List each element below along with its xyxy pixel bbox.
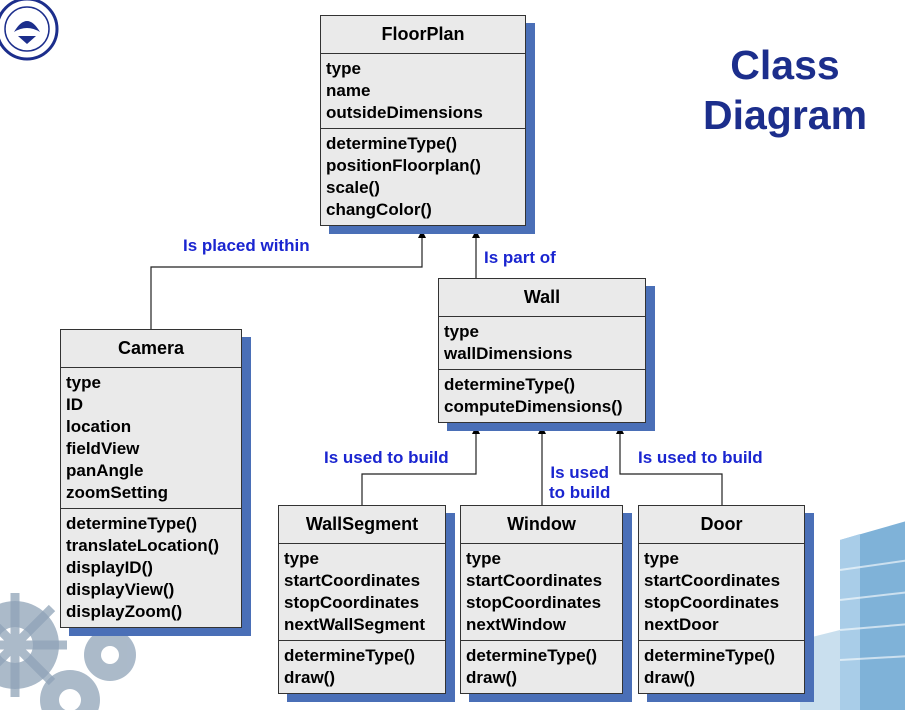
title-line-2: Diagram	[702, 92, 868, 138]
methods-section: determineType() translateLocation() disp…	[61, 508, 241, 627]
attribute: type	[444, 322, 479, 341]
attribute: type	[66, 373, 101, 392]
class-floorplan: FloorPlan type name outsideDimensions de…	[320, 15, 526, 226]
class-wallsegment: WallSegment type startCoordinates stopCo…	[278, 505, 446, 694]
class-window: Window type startCoordinates stopCoordin…	[460, 505, 623, 694]
attribute: nextDoor	[644, 615, 719, 634]
relation-label-used-to-build-door: Is used to build	[638, 448, 763, 467]
method: displayView()	[66, 580, 175, 599]
method: scale()	[326, 178, 380, 197]
method: determineType()	[284, 646, 415, 665]
class-name: Door	[639, 506, 804, 544]
attributes-section: type name outsideDimensions	[321, 54, 525, 128]
page-title: Class Diagram	[690, 40, 880, 140]
attribute: ID	[66, 395, 83, 414]
method: displayID()	[66, 558, 153, 577]
method: positionFloorplan()	[326, 156, 481, 175]
university-logo-icon	[0, 0, 59, 61]
method: determineType()	[326, 134, 457, 153]
arrowhead-floorplan-left	[418, 230, 426, 238]
connector-door-wall	[619, 434, 723, 505]
attributes-section: type startCoordinates stopCoordinates ne…	[639, 544, 804, 640]
method: determineType()	[444, 375, 575, 394]
attribute: stopCoordinates	[466, 593, 602, 612]
attribute: stopCoordinates	[644, 593, 780, 612]
relation-label-part-of: Is part of	[484, 248, 556, 267]
methods-section: determineType() positionFloorplan() scal…	[321, 128, 525, 225]
relation-label-used-to-build-window: Is used to build	[549, 463, 610, 503]
method: draw()	[466, 668, 517, 687]
attribute: panAngle	[66, 461, 144, 480]
building-decoration-icon	[800, 521, 905, 710]
class-camera: Camera type ID location fieldView panAng…	[60, 329, 242, 628]
methods-section: determineType() draw()	[461, 640, 622, 693]
attribute: name	[326, 81, 371, 100]
method: draw()	[284, 668, 335, 687]
method: translateLocation()	[66, 536, 220, 555]
arrowhead-wall-middle	[538, 426, 546, 434]
relation-label-used-to-build-segment: Is used to build	[324, 448, 449, 467]
methods-section: determineType() computeDimensions()	[439, 369, 645, 422]
class-name: Window	[461, 506, 622, 544]
method: changColor()	[326, 200, 432, 219]
methods-section: determineType() draw()	[279, 640, 445, 693]
class-name: WallSegment	[279, 506, 445, 544]
attribute: startCoordinates	[466, 571, 603, 590]
arrowhead-wall-right	[616, 426, 624, 434]
method: determineType()	[466, 646, 597, 665]
arrowhead-wall-left	[472, 426, 480, 434]
method: computeDimensions()	[444, 397, 623, 416]
methods-section: determineType() draw()	[639, 640, 804, 693]
attributes-section: type startCoordinates stopCoordinates ne…	[461, 544, 622, 640]
attribute: startCoordinates	[284, 571, 421, 590]
attribute: stopCoordinates	[284, 593, 420, 612]
attribute: nextWallSegment	[284, 615, 426, 634]
connector-camera-floorplan	[150, 238, 423, 330]
class-wall: Wall type wallDimensions determineType()…	[438, 278, 646, 423]
attribute: type	[284, 549, 319, 568]
method: determineType()	[66, 514, 197, 533]
relation-label-placed-within: Is placed within	[183, 236, 310, 255]
attributes-section: type startCoordinates stopCoordinates ne…	[279, 544, 445, 640]
attribute: nextWindow	[466, 615, 566, 634]
method: displayZoom()	[66, 602, 183, 621]
attribute: type	[466, 549, 501, 568]
class-name: Camera	[61, 330, 241, 368]
method: draw()	[644, 668, 695, 687]
class-name: Wall	[439, 279, 645, 317]
connector-wallsegment-wall	[361, 434, 477, 505]
method: determineType()	[644, 646, 775, 665]
attributes-section: type wallDimensions	[439, 317, 645, 369]
relation-label-line: Is used	[550, 463, 609, 482]
attribute: startCoordinates	[644, 571, 781, 590]
attribute: location	[66, 417, 132, 436]
arrowhead-floorplan-right	[472, 230, 480, 238]
attribute: type	[326, 59, 361, 78]
attributes-section: type ID location fieldView panAngle zoom…	[61, 368, 241, 508]
attribute: outsideDimensions	[326, 103, 483, 122]
attribute: zoomSetting	[66, 483, 168, 502]
attribute: type	[644, 549, 679, 568]
attribute: fieldView	[66, 439, 140, 458]
class-name: FloorPlan	[321, 16, 525, 54]
attribute: wallDimensions	[444, 344, 573, 363]
title-line-1: Class	[730, 42, 840, 88]
relation-label-line: to build	[549, 483, 611, 502]
class-door: Door type startCoordinates stopCoordinat…	[638, 505, 805, 694]
